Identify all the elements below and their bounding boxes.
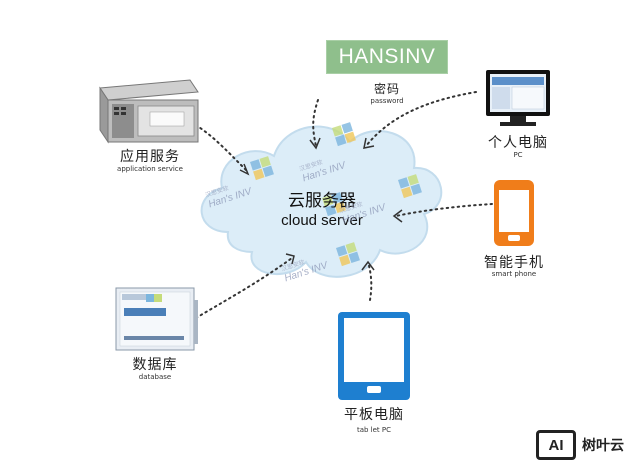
app-service-label-cn: 应用服务 bbox=[120, 149, 180, 165]
tablet-label-cn: 平板电脑 bbox=[344, 407, 404, 423]
watermark-badges bbox=[250, 122, 422, 267]
connectors bbox=[185, 91, 493, 319]
brand-watermark: AI 树叶云 bbox=[536, 430, 624, 460]
rack-server-icon bbox=[99, 79, 199, 144]
database-label-cn: 数据库 bbox=[132, 357, 178, 373]
arrow-head-tablet bbox=[361, 260, 375, 271]
brand-name: 树叶云 bbox=[582, 438, 624, 454]
smartphone-label-en: smart phone bbox=[491, 270, 537, 278]
password-box: HANSINV bbox=[326, 40, 448, 74]
cloud-title: 云服务器 bbox=[288, 191, 356, 211]
pc-label-en: PC bbox=[513, 151, 523, 159]
arrow-heads bbox=[239, 137, 403, 271]
connector-smartphone bbox=[395, 203, 493, 217]
cloud-subtitle: cloud server bbox=[281, 212, 363, 229]
pc-label-cn: 个人电脑 bbox=[488, 135, 548, 151]
database-icon bbox=[115, 287, 198, 351]
smartphone-label-cn: 智能手机 bbox=[484, 255, 544, 271]
tablet-icon bbox=[338, 312, 410, 400]
connector-database bbox=[195, 257, 293, 319]
arrow-head-password bbox=[309, 137, 321, 150]
monitor-icon bbox=[486, 70, 550, 126]
arrow-head-db bbox=[285, 253, 295, 265]
connector-password bbox=[312, 99, 319, 147]
app-service-label-en: application service bbox=[117, 165, 183, 173]
tablet-label-en: tab let PC bbox=[356, 426, 392, 434]
arrow-head-app bbox=[239, 163, 250, 176]
connector-pc bbox=[365, 91, 477, 147]
connector-tablet bbox=[367, 261, 373, 301]
arrow-head-phone bbox=[392, 209, 403, 223]
brand-logo: AI bbox=[536, 430, 576, 460]
smartphone-icon bbox=[494, 180, 534, 246]
database-label-en: database bbox=[138, 373, 172, 381]
arrow-head-pc bbox=[363, 137, 375, 149]
password-label-cn: 密码 bbox=[373, 82, 400, 96]
password-label-en: password bbox=[370, 97, 404, 105]
